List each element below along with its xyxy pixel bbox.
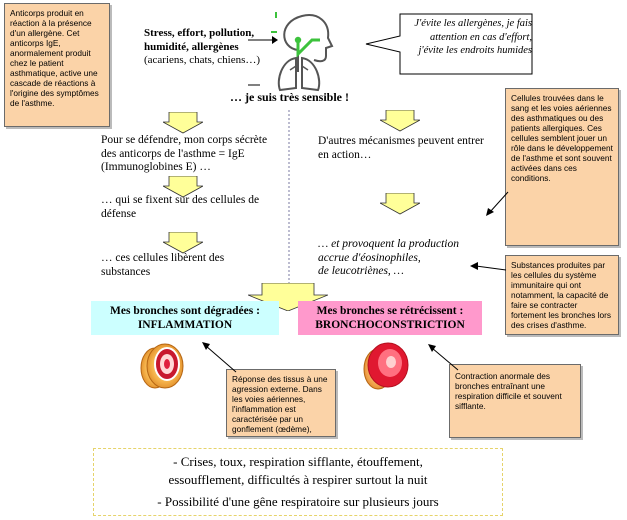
symptoms-box: - Crises, toux, respiration sifflante, é… bbox=[93, 448, 503, 516]
lungs-person-icon bbox=[271, 12, 334, 92]
left-col-p1: Pour se défendre, mon corps sécrète des … bbox=[101, 134, 268, 173]
note-contraction: Contraction anormale des bronches entraî… bbox=[449, 364, 581, 438]
sensitive-underline bbox=[248, 84, 260, 86]
note-ige-text: Anticorps produit en réaction à la prése… bbox=[10, 8, 99, 108]
triggers-bold: Stress, effort, pollution, humidité, all… bbox=[144, 27, 255, 53]
bronchus-inflamed-icon bbox=[140, 343, 184, 389]
broncho-line2: BRONCHOCONSTRICTION bbox=[315, 319, 465, 331]
note-contraction-pointer bbox=[428, 344, 459, 371]
inflammation-line1: Mes bronches sont dégradées : bbox=[110, 305, 260, 317]
left-col-p3: … ces cellules libèrent des substances bbox=[101, 252, 225, 278]
center-divider bbox=[288, 110, 290, 290]
note-inflammation-pointer bbox=[202, 342, 237, 373]
note-cells-pointer bbox=[486, 191, 509, 216]
right-col-p1: D'autres mécanismes peuvent entrer en ac… bbox=[318, 135, 484, 161]
speech-bubble-shape bbox=[365, 13, 533, 75]
down-arrow-left-2 bbox=[163, 176, 203, 198]
symptoms-line2: essoufflement, difficultés à respirer su… bbox=[168, 472, 428, 487]
broncho-line1: Mes bronches se rétrécissent : bbox=[316, 305, 464, 317]
speech-bubble-text: J'évite les allergènes, je fais attentio… bbox=[414, 18, 532, 56]
note-ige-antibody: Anticorps produit en réaction à la prése… bbox=[4, 3, 110, 127]
down-arrow-left-3 bbox=[163, 232, 203, 254]
inflammation-box: Mes bronches sont dégradées : INFLAMMATI… bbox=[91, 301, 279, 335]
symptoms-line1: - Crises, toux, respiration sifflante, é… bbox=[173, 454, 423, 469]
inflammation-line2: INFLAMMATION bbox=[137, 319, 233, 331]
triggers-text: Stress, effort, pollution, humidité, all… bbox=[144, 27, 264, 68]
note-substances: Substances produites par les cellules du… bbox=[505, 255, 619, 335]
right-col-p2: … et provoquent la production accrue d'é… bbox=[318, 238, 459, 277]
note-substances-pointer bbox=[470, 262, 507, 271]
bronchus-constricted-icon bbox=[363, 342, 409, 390]
down-arrow-right-2 bbox=[380, 193, 420, 215]
sensitive-text: … je suis très sensible ! bbox=[230, 90, 349, 104]
down-arrow-right-1 bbox=[380, 110, 420, 132]
down-arrow-left-1 bbox=[163, 112, 203, 134]
trigger-arrow bbox=[248, 36, 278, 44]
symptoms-line3: - Possibilité d'une gêne respiratoire su… bbox=[157, 494, 439, 509]
note-inflammation-response: Réponse des tissus à une agression exter… bbox=[226, 369, 336, 437]
note-cells: Cellules trouvées dans le sang et les vo… bbox=[505, 88, 619, 246]
triggers-normal: (acariens, chats, chiens…) bbox=[144, 54, 261, 66]
bronchoconstriction-box: Mes bronches se rétrécissent : BRONCHOCO… bbox=[298, 301, 482, 335]
left-col-p2: … qui se fixent sur des cellules de défe… bbox=[101, 194, 260, 220]
